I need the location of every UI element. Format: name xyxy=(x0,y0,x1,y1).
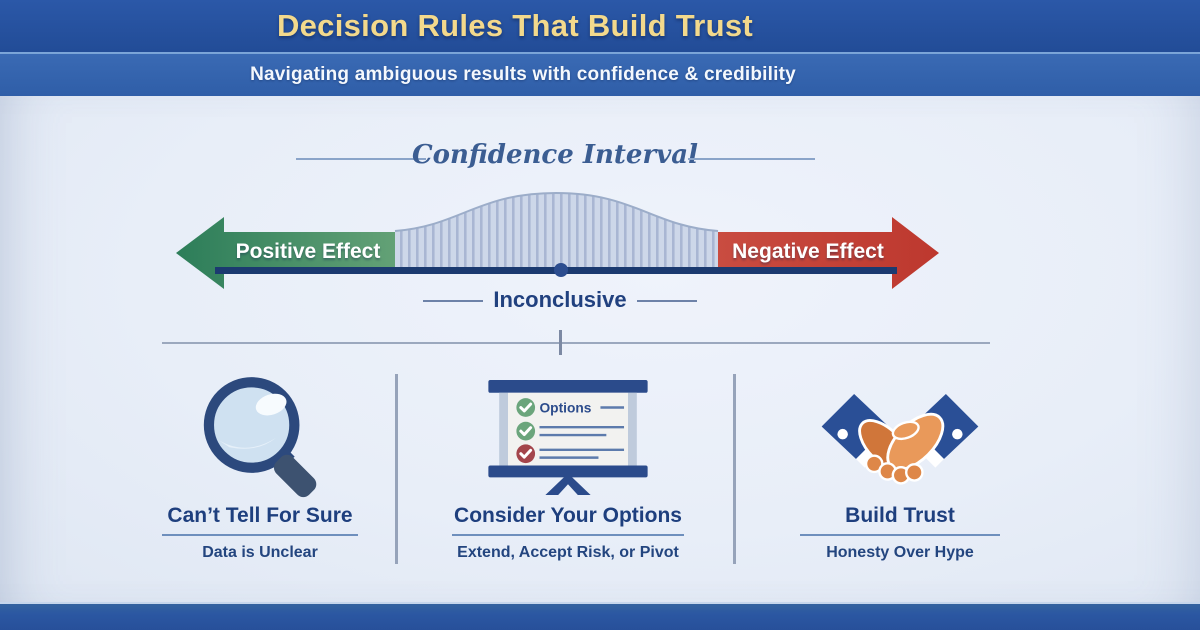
point-estimate-dot xyxy=(554,263,568,277)
card-icon-box: Options xyxy=(486,374,650,502)
inconclusive-line-left xyxy=(423,300,483,302)
card-subtitle: Honesty Over Hype xyxy=(826,544,974,561)
card-underline xyxy=(800,534,1000,536)
positive-effect-label: Positive Effect xyxy=(235,240,381,263)
card-build-trust: Build Trust Honesty Over Hype xyxy=(770,374,1030,562)
handshake-thumb xyxy=(891,420,920,441)
check-mark xyxy=(519,402,533,413)
card-subtitle: Extend, Accept Risk, or Pivot xyxy=(457,544,679,561)
inconclusive-line-right xyxy=(637,300,697,302)
magnifier-highlight xyxy=(255,393,287,416)
card-icon-box xyxy=(814,374,986,502)
card-cant-tell: Can’t Tell For Sure Data is Unclear xyxy=(130,374,390,562)
magnifier-icon xyxy=(203,377,317,498)
handshake-button-left xyxy=(837,428,848,440)
handshake-button-right xyxy=(952,428,963,440)
board-bottom-bar xyxy=(488,465,648,478)
card-subtitle: Data is Unclear xyxy=(202,544,318,561)
inconclusive-band-stripes xyxy=(395,193,718,272)
magnifier-handle xyxy=(273,454,317,498)
confidence-interval-diagram xyxy=(176,191,939,289)
footer-bar xyxy=(0,602,1200,630)
handshake-icon xyxy=(821,394,979,485)
confidence-interval-heading: Confidence Interval xyxy=(411,140,699,170)
board-post-left xyxy=(499,392,509,466)
check-mark xyxy=(519,448,533,459)
options-board-icon: Options xyxy=(488,380,648,496)
page-subtitle: Navigating ambiguous results with confid… xyxy=(250,64,796,85)
board-options-label: Options xyxy=(539,400,591,415)
header-bar: Decision Rules That Build Trust xyxy=(0,0,1200,54)
inconclusive-label: Inconclusive xyxy=(493,287,627,312)
negative-effect-label: Negative Effect xyxy=(732,240,884,263)
check-mark xyxy=(519,426,533,437)
board-stand xyxy=(545,473,591,496)
bell-curve-outline xyxy=(394,191,719,232)
card-title: Consider Your Options xyxy=(454,504,682,527)
subtitle-bar: Navigating ambiguous results with confid… xyxy=(0,54,1200,96)
card-title: Build Trust xyxy=(845,504,955,527)
card-consider-options: Options Consider Your Options Extend, Ac… xyxy=(440,374,696,562)
heading-flourish-line-right xyxy=(688,158,815,160)
board-post-right xyxy=(627,392,637,466)
card-underline xyxy=(162,534,358,536)
board-top-bar xyxy=(488,380,648,393)
card-icon-box xyxy=(181,374,339,502)
section-divider-line xyxy=(162,342,990,344)
card-title: Can’t Tell For Sure xyxy=(167,504,353,527)
column-divider-right xyxy=(733,374,736,564)
page-title: Decision Rules That Build Trust xyxy=(276,8,754,43)
heading-flourish-line-left xyxy=(296,158,426,160)
card-underline xyxy=(452,534,684,536)
handshake-finger xyxy=(905,463,924,482)
column-divider-left xyxy=(395,374,398,564)
section-divider-tick xyxy=(559,330,562,355)
main-canvas xyxy=(0,96,1200,602)
